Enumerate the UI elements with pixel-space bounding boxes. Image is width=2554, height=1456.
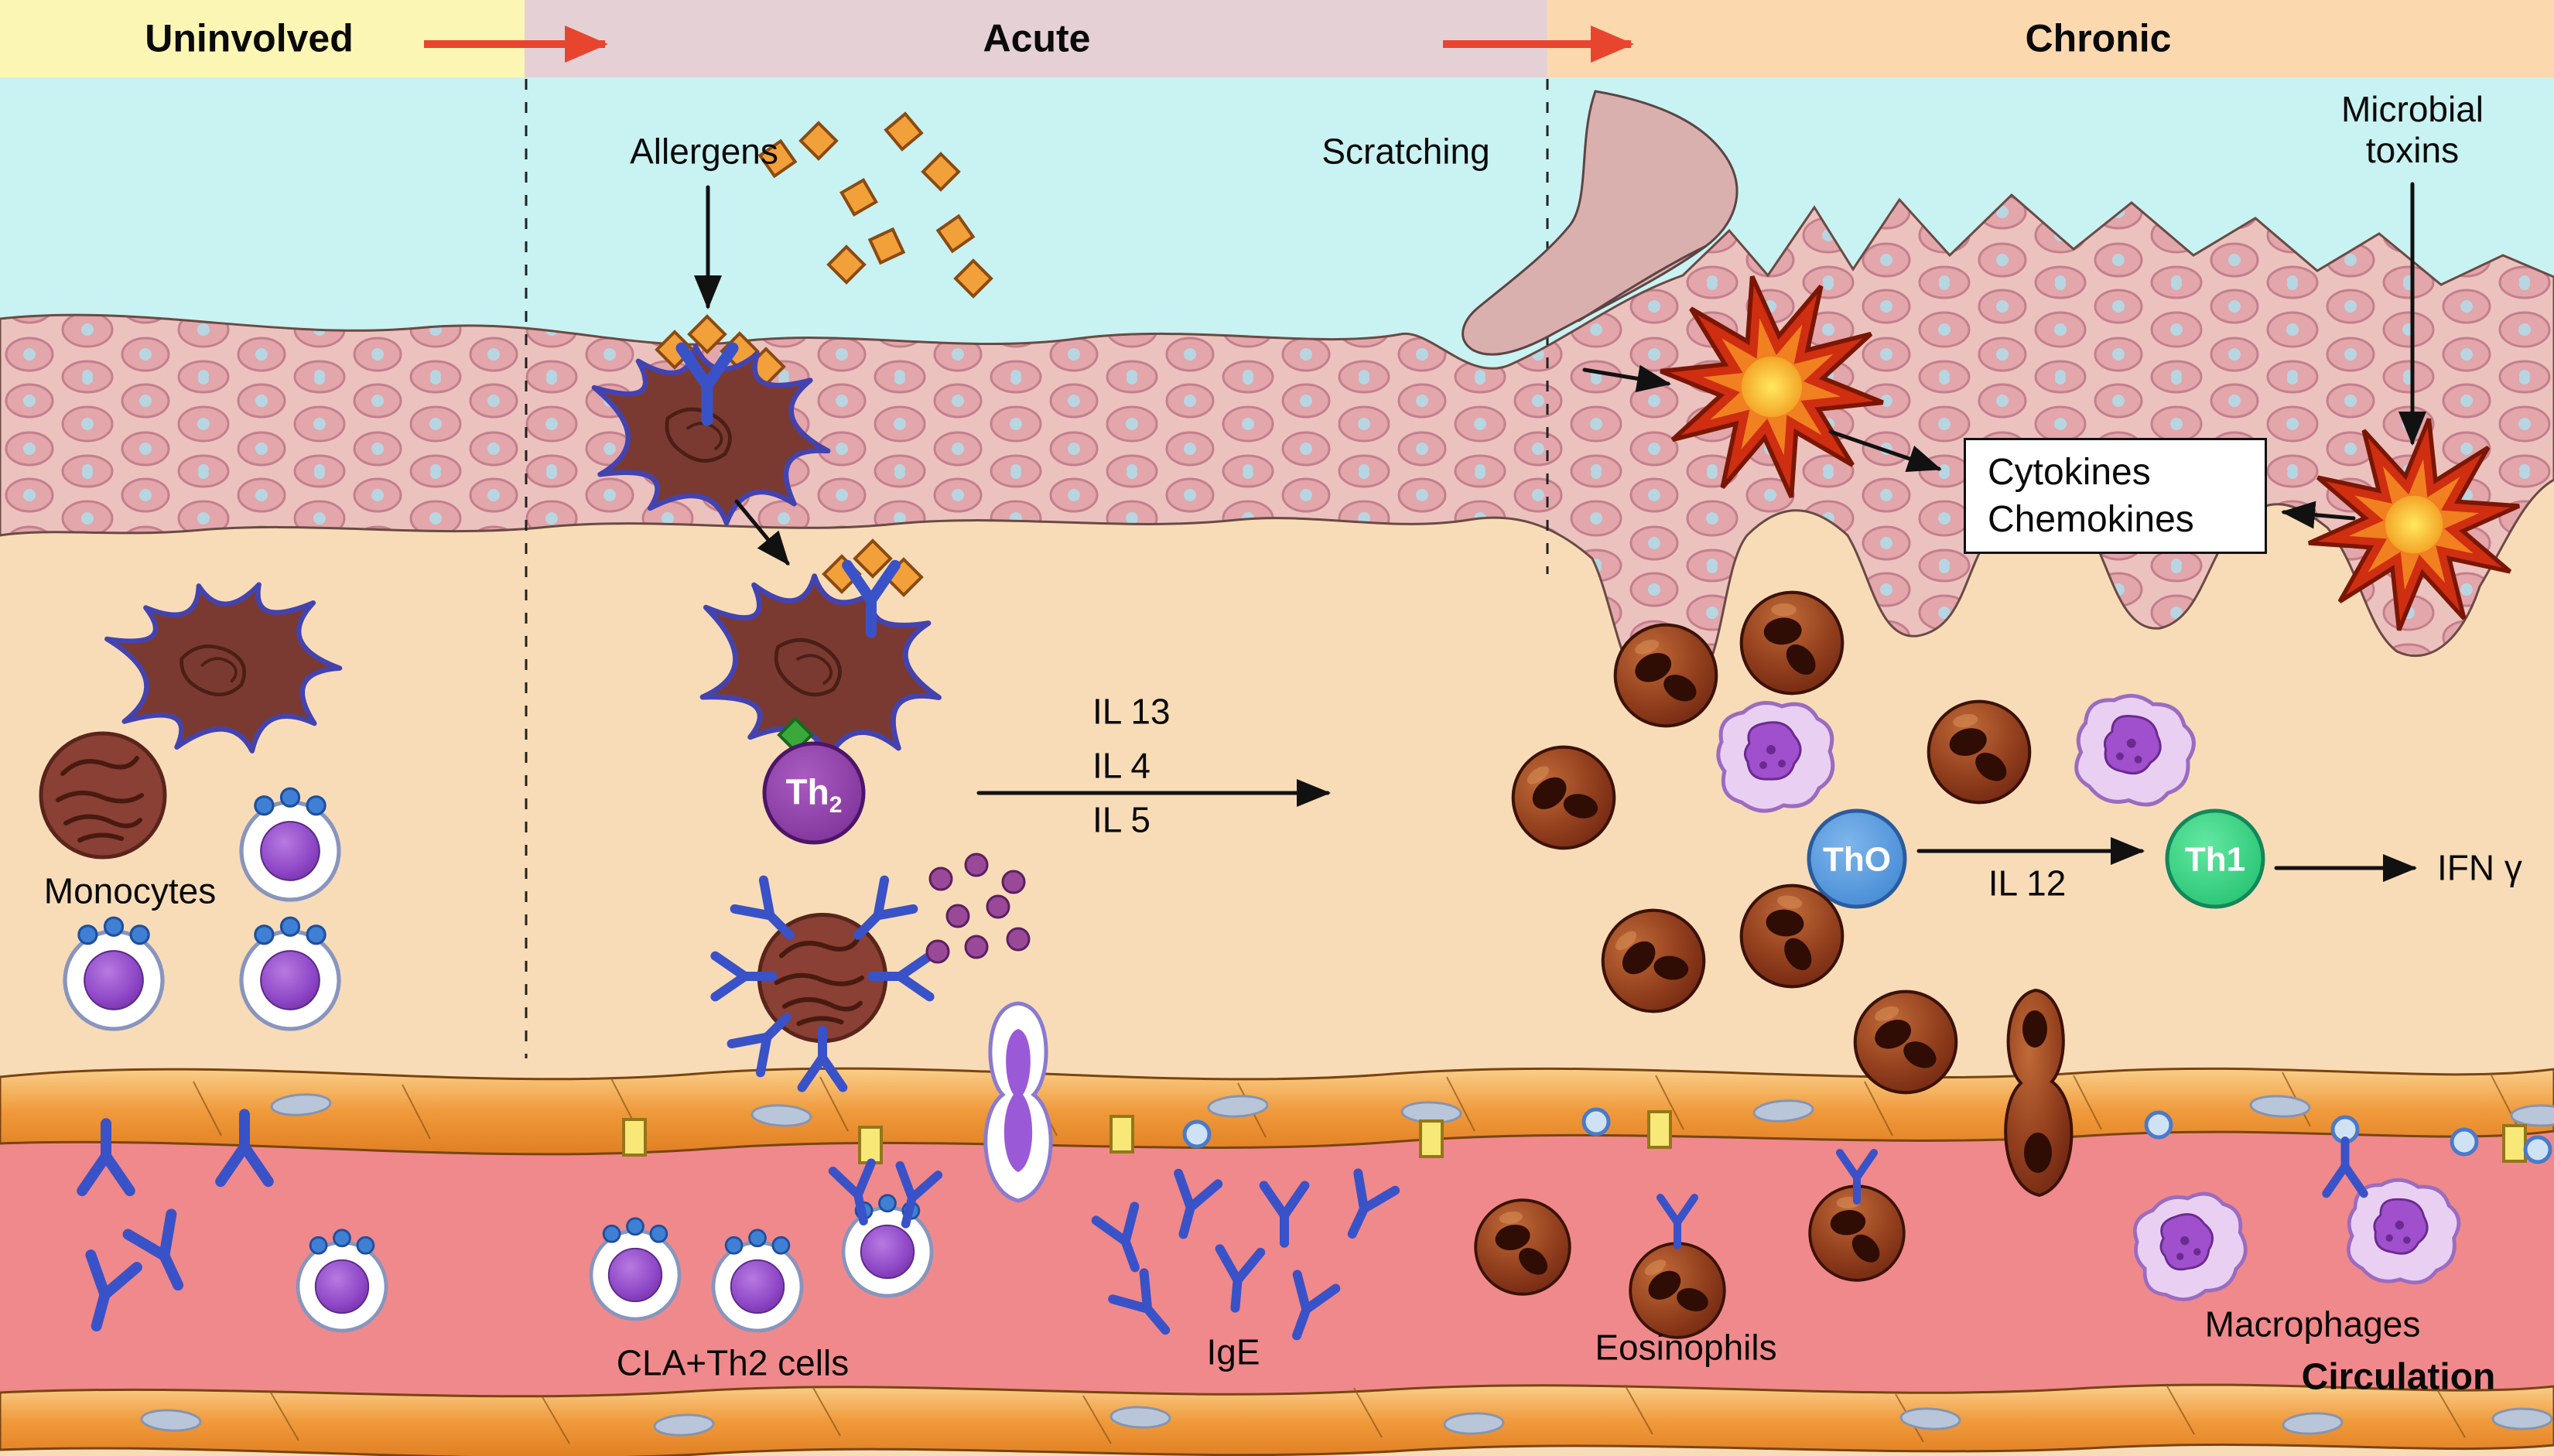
- label-microbial-toxins: Microbial toxins: [2340, 89, 2484, 170]
- cytokines-chemokines-box: Cytokines Chemokines: [1964, 438, 2267, 554]
- label-chemokines: Chemokines: [1988, 499, 2194, 540]
- label-allergens: Allergens: [630, 131, 778, 172]
- label-eosinophils: Eosinophils: [1595, 1327, 1777, 1368]
- label-il12: IL 12: [1988, 863, 2067, 904]
- label-macrophages: Macrophages: [2204, 1304, 2421, 1345]
- th1-cell-label: Th1: [2184, 840, 2246, 879]
- transmigrating-lymphocyte: [983, 1001, 1053, 1203]
- th2-label-base: Th: [785, 771, 829, 812]
- label-cla-th2-cells: CLA+Th2 cells: [616, 1342, 850, 1383]
- blood-vessel-lumen: [0, 1106, 2554, 1431]
- th0-cell-label: ThO: [1823, 840, 1891, 879]
- label-circulation: Circulation: [2301, 1356, 2496, 1398]
- label-ifn-gamma: IFN γ: [2437, 847, 2522, 888]
- th2-cell-label: Th2: [786, 772, 843, 819]
- th1-cell: [2165, 808, 2265, 909]
- label-il13: IL 13: [1092, 691, 1171, 732]
- phase-label-uninvolved: Uninvolved: [145, 16, 354, 60]
- label-il5: IL 5: [1092, 799, 1151, 840]
- vessel-wall-bottom: [0, 1383, 2554, 1456]
- label-monocytes: Monocytes: [43, 870, 217, 911]
- monocyte-icon: [41, 733, 165, 857]
- label-il4: IL 4: [1092, 745, 1151, 786]
- phase-label-chronic: Chronic: [2025, 16, 2172, 60]
- epidermis-layer: [0, 193, 2554, 707]
- arrow-starburst-to-box: [1828, 429, 1942, 473]
- granule-icon: [925, 853, 1031, 964]
- phase-band-uninvolved: [0, 0, 525, 77]
- label-cytokines: Cytokines: [1988, 451, 2151, 493]
- arrow-dc-migration: [734, 499, 790, 566]
- flow-arrows: [694, 182, 2426, 882]
- phase-band-acute: [525, 0, 1547, 77]
- th2-cell: [762, 741, 866, 845]
- scratching-hand: [1462, 90, 1739, 356]
- phase-band-chronic: [1547, 0, 2554, 77]
- arrow-scratch-to-starburst: [1582, 364, 1671, 393]
- transmigrating-eosinophil: [2004, 988, 2074, 1198]
- phase-label-acute: Acute: [983, 16, 1091, 60]
- arrow-starburst-to-box-right: [2281, 501, 2356, 529]
- label-ige: IgE: [1206, 1331, 1260, 1372]
- th0-cell: [1807, 808, 1907, 909]
- th2-label-sub: 2: [829, 791, 843, 818]
- label-scratching: Scratching: [1321, 131, 1490, 172]
